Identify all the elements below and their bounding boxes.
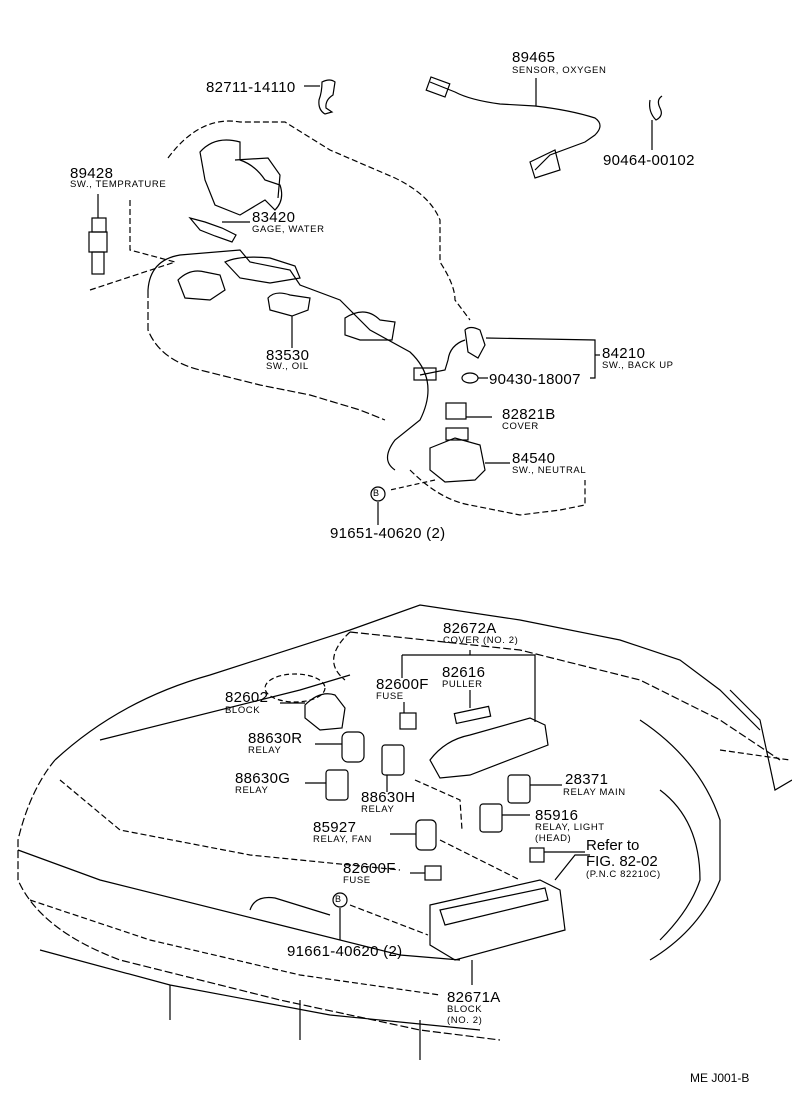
reference-pnc: (P.N.C 82210C) [586,869,661,880]
part-name-88630R: RELAY [248,745,282,756]
part-name-89465: SENSOR, OXYGEN [512,65,607,76]
part-name-85927: RELAY, FAN [313,834,372,845]
part-number-82602[interactable]: 82602 [225,689,269,706]
relay-28371-drawing [507,774,562,804]
cover-82672-drawing [401,650,549,779]
part-number-85927[interactable]: 85927 [313,819,357,836]
bolt-marker-label-top: B [373,488,380,498]
oxygen-sensor-drawing [425,76,601,179]
part-number-88630H[interactable]: 88630H [361,789,416,806]
block-82671-drawing [429,854,590,985]
part-name-82821B: COVER [502,421,539,432]
part-number-89465[interactable]: 89465 [512,49,556,66]
part-name-82616: PULLER [442,679,483,690]
part-number-82821B[interactable]: 82821B [502,406,556,423]
oil-switch-drawing [267,292,311,348]
part-name-82602: BLOCK [225,705,261,716]
block-82602-drawing [264,673,346,731]
part-number-82672A[interactable]: 82672A [443,620,497,637]
relay-88630R-drawing [315,731,365,763]
clamp-90464-drawing [649,95,663,150]
part-number-85916[interactable]: 85916 [535,807,579,824]
part-name-83530: SW., OIL [266,361,309,372]
relay-85927-drawing [390,819,521,881]
part-number-90464[interactable]: 90464-00102 [603,152,695,169]
part-name-85916: RELAY, LIGHT [535,822,605,833]
backup-switch-drawing [413,326,600,384]
cover-82821-drawing [445,402,492,420]
part-number-84210[interactable]: 84210 [602,345,646,362]
part-number-82600F-upper[interactable]: 82600F [376,676,429,693]
part-name-83420: GAGE, WATER [252,224,325,235]
part-name-84210: SW., BACK UP [602,360,674,371]
part-name-82600F-upper: FUSE [376,691,404,702]
part-number-82711[interactable]: 82711-14110 [206,79,296,96]
part-number-90430[interactable]: 90430-18007 [489,371,581,388]
bolt-marker-label-bottom: B [335,894,342,904]
part-name-88630G: RELAY [235,785,269,796]
part-name-82672A: COVER (NO. 2) [443,635,519,646]
part-number-88630G[interactable]: 88630G [235,770,291,787]
part-name-85916-qualifier: (HEAD) [535,833,572,844]
part-name-88630H: RELAY [361,804,395,815]
car-body-outline [17,604,792,1060]
part-name-28371: RELAY MAIN [563,787,626,798]
fuse-ref-drawing [529,847,585,863]
bolt-marker-bottom [332,892,429,940]
part-name-82671A: BLOCK [447,1004,483,1015]
part-number-91651[interactable]: 91651-40620 (2) [330,525,446,542]
neutral-switch-drawing [389,427,510,491]
clip-82711-drawing [304,79,336,115]
water-gage-drawing [188,216,250,243]
diagram-code: ME J001-B [690,1071,750,1085]
part-name-82671A-qualifier: (NO. 2) [447,1015,483,1026]
part-name-84540: SW., NEUTRAL [512,465,587,476]
puller-drawing [453,690,492,725]
part-name-89428: SW., TEMPRATURE [70,179,167,190]
part-number-84540[interactable]: 84540 [512,450,556,467]
engine-outline [89,120,586,516]
part-name-82600F-lower: FUSE [343,875,371,886]
relay-85916-drawing [479,803,530,833]
relay-88630H-drawing [381,744,463,831]
reference-figure-link[interactable]: FIG. 82-02 [586,853,658,870]
temperature-switch-drawing [88,194,108,275]
part-number-83530[interactable]: 83530 [266,347,310,364]
part-number-91661[interactable]: 91661-40620 (2) [287,943,403,960]
fuse-a-drawing [399,702,417,730]
part-number-88630R[interactable]: 88630R [248,730,303,747]
part-number-82616[interactable]: 82616 [442,664,486,681]
fuse-b-drawing [410,865,442,881]
relay-88630G-drawing [305,769,349,801]
part-number-89428[interactable]: 89428 [70,165,114,182]
reference-line-1: Refer to [586,837,640,854]
bolt-marker-top [370,486,386,525]
part-number-28371[interactable]: 28371 [565,771,609,788]
part-number-82671A[interactable]: 82671A [447,989,501,1006]
part-number-82600F-lower[interactable]: 82600F [343,860,396,877]
part-number-83420[interactable]: 83420 [252,209,296,226]
